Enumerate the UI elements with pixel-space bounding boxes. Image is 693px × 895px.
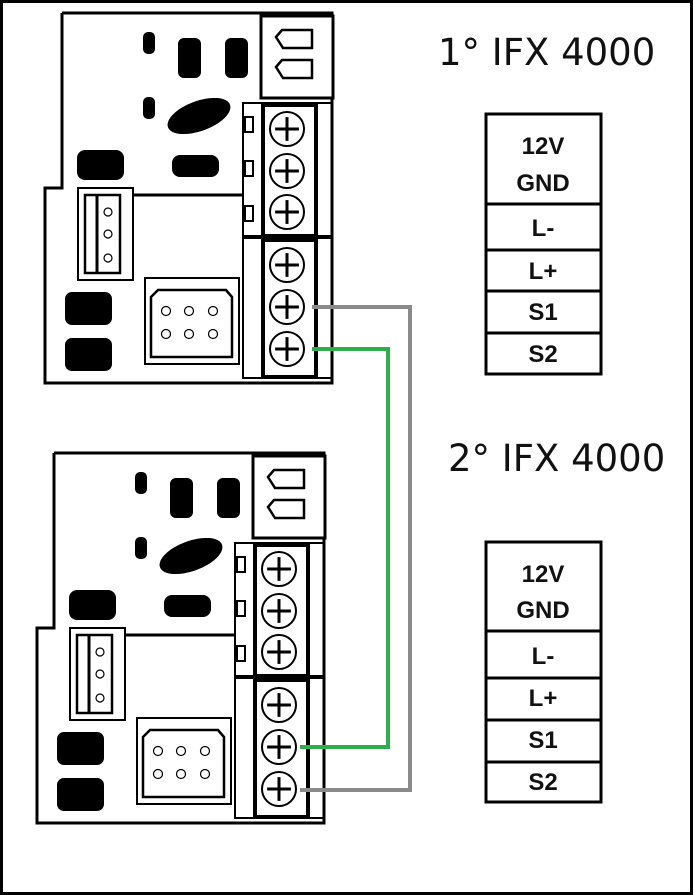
component-chip — [69, 590, 116, 620]
label-s1: S1 — [528, 727, 557, 754]
header-pin — [152, 745, 164, 757]
terminal-tab — [236, 600, 246, 617]
terminal-label-table-unit-1: 12V GND L- L+ S1 S2 — [484, 112, 603, 376]
label-l-plus: L+ — [529, 258, 558, 285]
jst-pin — [95, 693, 105, 703]
header-housing — [141, 728, 226, 799]
jst-connector — [69, 627, 126, 721]
header-housing — [149, 288, 234, 359]
terminal-tab — [236, 645, 246, 662]
component-small — [143, 97, 155, 119]
component-small — [143, 32, 155, 54]
relay-connector — [251, 454, 327, 540]
label-gnd: GND — [516, 170, 569, 197]
terminal-block-upper — [261, 103, 318, 238]
header-pin — [207, 305, 219, 317]
header-pin — [199, 768, 211, 780]
terminal-tab — [244, 205, 254, 222]
board-unit-1 — [43, 11, 335, 385]
component-capacitor — [170, 478, 193, 518]
header-pin — [160, 305, 172, 317]
component-capacitor — [225, 38, 248, 78]
header-6pin — [144, 277, 240, 365]
terminal-block-upper — [253, 543, 310, 678]
jst-pin — [95, 647, 105, 657]
board-unit-2 — [35, 451, 327, 825]
jst-pin — [103, 253, 113, 263]
unit-2-title: 2° IFX 4000 — [448, 437, 665, 480]
component-small — [135, 537, 147, 559]
header-pin — [152, 768, 164, 780]
header-pin — [207, 328, 219, 340]
component-chip — [65, 292, 112, 325]
component-crystal — [167, 97, 231, 135]
component-capacitor — [217, 478, 240, 518]
jst-pin — [103, 229, 113, 239]
header-pin — [175, 768, 187, 780]
component-chip — [57, 778, 104, 811]
label-12v: 12V — [522, 561, 565, 588]
jst-pin — [95, 669, 105, 679]
relay-connector — [259, 14, 335, 100]
component-small — [135, 472, 147, 494]
label-12v: 12V — [522, 133, 565, 160]
component-chip — [57, 732, 104, 765]
label-gnd: GND — [516, 597, 569, 624]
header-pin — [160, 328, 172, 340]
jst-housing — [83, 193, 122, 275]
label-s2: S2 — [528, 341, 557, 368]
jst-pin — [103, 207, 113, 217]
wire-green — [300, 347, 390, 749]
label-l-plus: L+ — [529, 685, 558, 712]
terminal-tab — [236, 556, 246, 573]
wire-gray — [300, 305, 412, 792]
component-crystal — [159, 537, 223, 575]
header-pin — [183, 305, 195, 317]
relay-contact — [274, 58, 314, 80]
label-s2: S2 — [528, 769, 557, 796]
jst-housing — [75, 633, 114, 715]
label-s1: S1 — [528, 299, 557, 326]
relay-contact — [266, 498, 306, 520]
relay-contact — [274, 28, 314, 50]
component-chip — [172, 155, 219, 177]
component-chip — [65, 338, 112, 371]
component-chip — [164, 595, 211, 617]
terminal-tab — [244, 160, 254, 177]
component-capacitor — [178, 38, 201, 78]
label-l-minus: L- — [532, 643, 555, 670]
terminal-tab — [244, 116, 254, 133]
label-l-minus: L- — [532, 215, 555, 242]
header-pin — [175, 745, 187, 757]
jst-connector — [77, 187, 134, 281]
component-chip — [77, 150, 124, 180]
header-pin — [183, 328, 195, 340]
header-pin — [199, 745, 211, 757]
unit-1-title: 1° IFX 4000 — [438, 31, 655, 74]
relay-contact — [266, 468, 306, 490]
header-6pin — [136, 717, 232, 805]
terminal-label-table-unit-2: 12V GND L- L+ S1 S2 — [484, 540, 603, 804]
